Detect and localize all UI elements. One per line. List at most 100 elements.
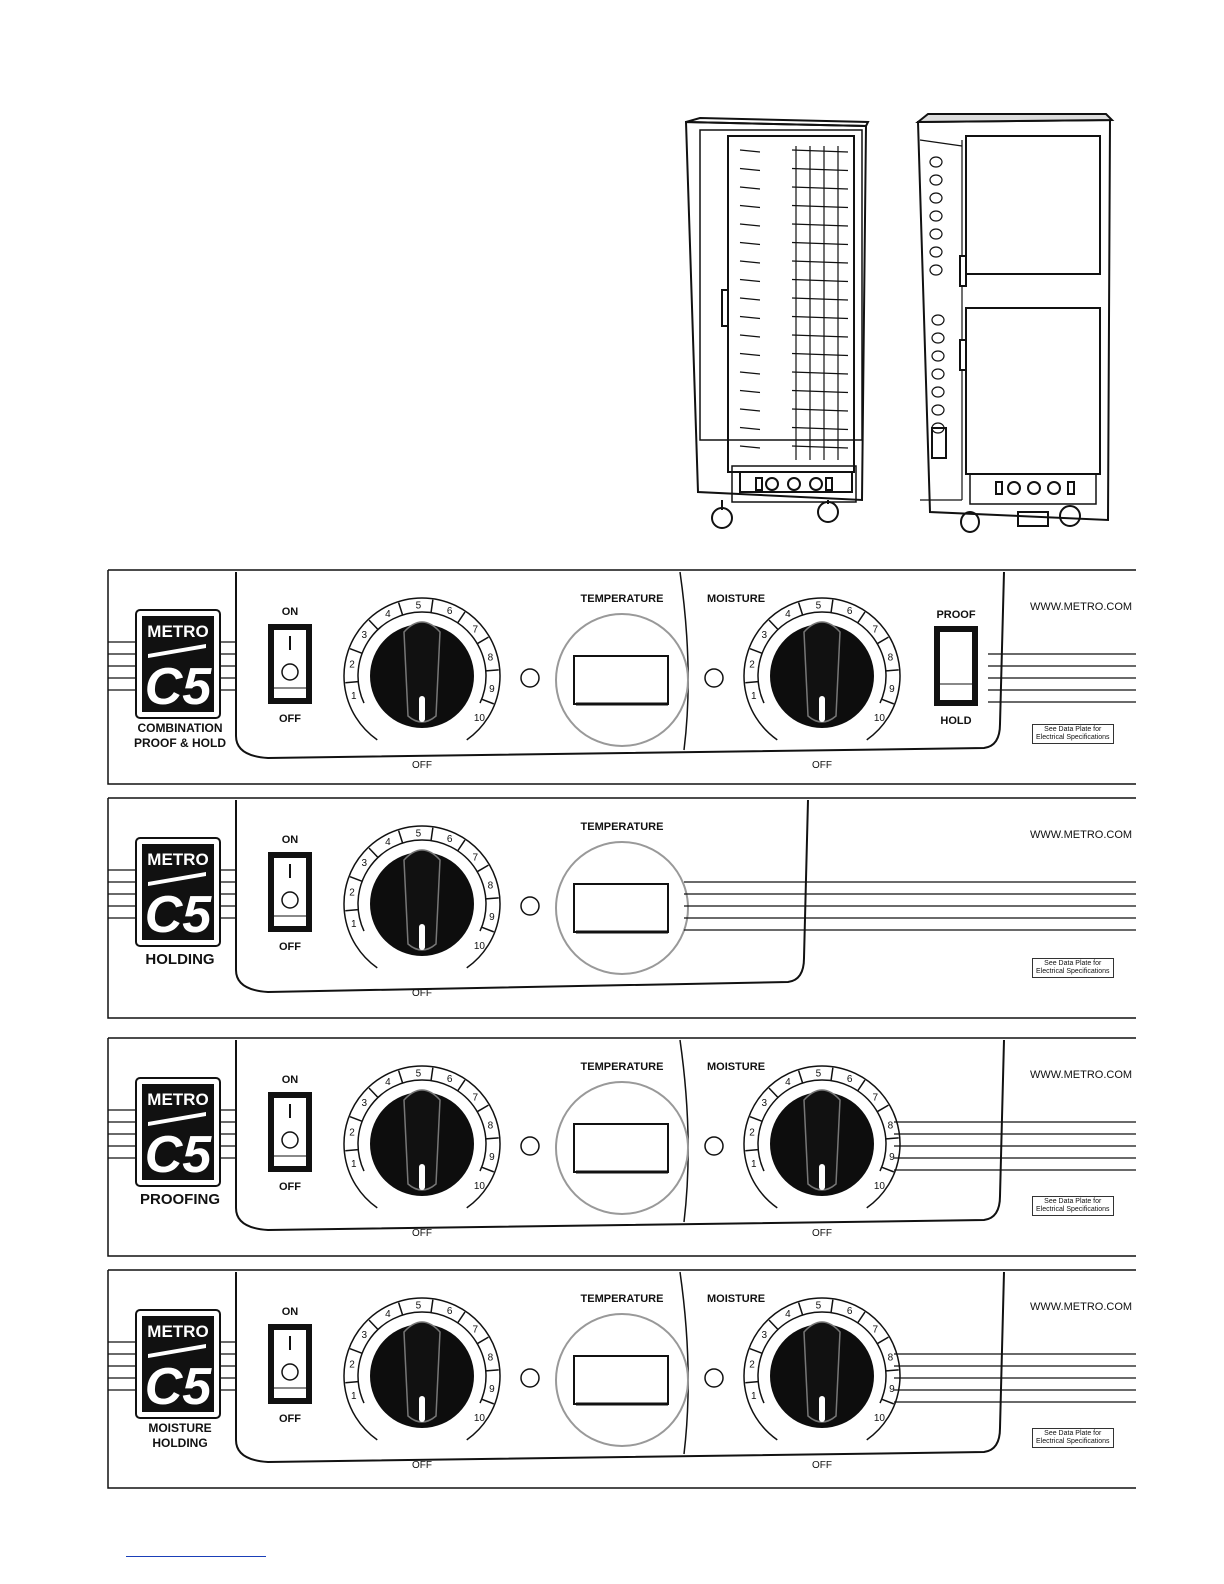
dial-pointer	[819, 1164, 825, 1190]
dial-tick	[485, 897, 499, 900]
temperature-label: TEMPERATURE	[581, 821, 664, 833]
dial-number: 2	[349, 1127, 355, 1138]
dial-tick	[485, 669, 499, 672]
dial-tick	[745, 1380, 759, 1384]
dial-tick	[485, 1369, 499, 1372]
dial-tick	[768, 1087, 779, 1099]
dial-number: 6	[447, 834, 453, 845]
dial-tick	[876, 1104, 889, 1113]
dial-number: 4	[385, 837, 391, 848]
dial-grip	[803, 1321, 841, 1423]
dial-number: 9	[489, 1384, 495, 1395]
logo-swoosh	[148, 1344, 206, 1358]
control-plate	[235, 799, 809, 994]
dial-number: 2	[749, 1127, 755, 1138]
data-plate-note-line: See Data Plate for	[1044, 726, 1102, 733]
dial-grip	[403, 621, 441, 723]
dial-tick	[485, 1137, 499, 1140]
dial-number: 1	[751, 1391, 757, 1402]
dial-tick	[430, 599, 434, 613]
dial-tick	[749, 1347, 763, 1354]
dial-number: 4	[385, 1309, 391, 1320]
dial-tick	[885, 1137, 899, 1140]
dial-number: 8	[888, 1352, 894, 1363]
moisture-indicator-light	[704, 668, 724, 688]
dial-tick	[857, 611, 866, 624]
dial-number: 2	[349, 1359, 355, 1370]
dial-pointer	[819, 696, 825, 722]
dial-grip	[403, 1089, 441, 1191]
dial-number: 7	[473, 853, 479, 864]
temperature-display	[573, 1123, 669, 1173]
dial-number: 3	[361, 858, 367, 869]
dial-number: 10	[874, 713, 886, 724]
dial-off-label: OFF	[412, 988, 432, 999]
section-divider	[679, 1271, 689, 1455]
dial-number: 8	[488, 1352, 494, 1363]
data-plate-note-line: See Data Plate for	[1044, 1430, 1102, 1437]
dial-tick	[345, 908, 359, 912]
dial-number: 9	[889, 1152, 895, 1163]
dial-tick	[397, 602, 404, 616]
dial-number: 3	[361, 630, 367, 641]
dial-off-label: OFF	[412, 760, 432, 771]
dial-number: 7	[873, 1093, 879, 1104]
dial-number: 7	[473, 1093, 479, 1104]
dial-number: 2	[349, 887, 355, 898]
dial-inner-arc	[757, 1311, 887, 1404]
dial-scale-arc	[743, 597, 901, 741]
dial-inner-arc	[757, 1079, 887, 1172]
dial-tick	[345, 1148, 359, 1152]
temperature-label: TEMPERATURE	[581, 1293, 664, 1305]
temperature-indicator-light	[520, 668, 540, 688]
moisture-indicator-light	[704, 1136, 724, 1156]
dial-tick	[830, 1299, 834, 1313]
temperature-label: TEMPERATURE	[581, 593, 664, 605]
cabinet-illustrations	[684, 113, 1115, 533]
footer-link-line[interactable]	[126, 1556, 266, 1557]
data-plate-note-line: Electrical Specifications	[1036, 1438, 1110, 1445]
dial-tick	[349, 1347, 363, 1354]
dial-off-label: OFF	[812, 760, 832, 771]
metro-url: WWW.METRO.COM	[1030, 1069, 1133, 1081]
dial-number: 7	[873, 625, 879, 636]
dial-number: 9	[489, 912, 495, 923]
dial-tick	[457, 839, 466, 852]
dial-tick	[876, 636, 889, 645]
dial-number: 6	[847, 606, 853, 617]
temperature-label: TEMPERATURE	[581, 1061, 664, 1073]
dial-tick	[349, 1115, 363, 1122]
dial-tick	[830, 599, 834, 613]
dial-number: 7	[873, 1325, 879, 1336]
moisture-label: MOISTURE	[707, 593, 765, 605]
logo-swoosh	[148, 1112, 206, 1126]
switch-on-label: ON	[282, 1074, 299, 1086]
brand-name: METRO	[147, 850, 208, 869]
dial-tick	[457, 1079, 466, 1092]
dial-off-label: OFF	[412, 1460, 432, 1471]
dial-number: 8	[488, 1120, 494, 1131]
dial-tick	[368, 847, 379, 859]
dial-number: 5	[816, 601, 822, 612]
temperature-display	[573, 883, 669, 933]
dial-tick	[430, 827, 434, 841]
temperature-display	[573, 655, 669, 705]
dial-pointer	[419, 1396, 425, 1422]
dial-tick	[397, 830, 404, 844]
